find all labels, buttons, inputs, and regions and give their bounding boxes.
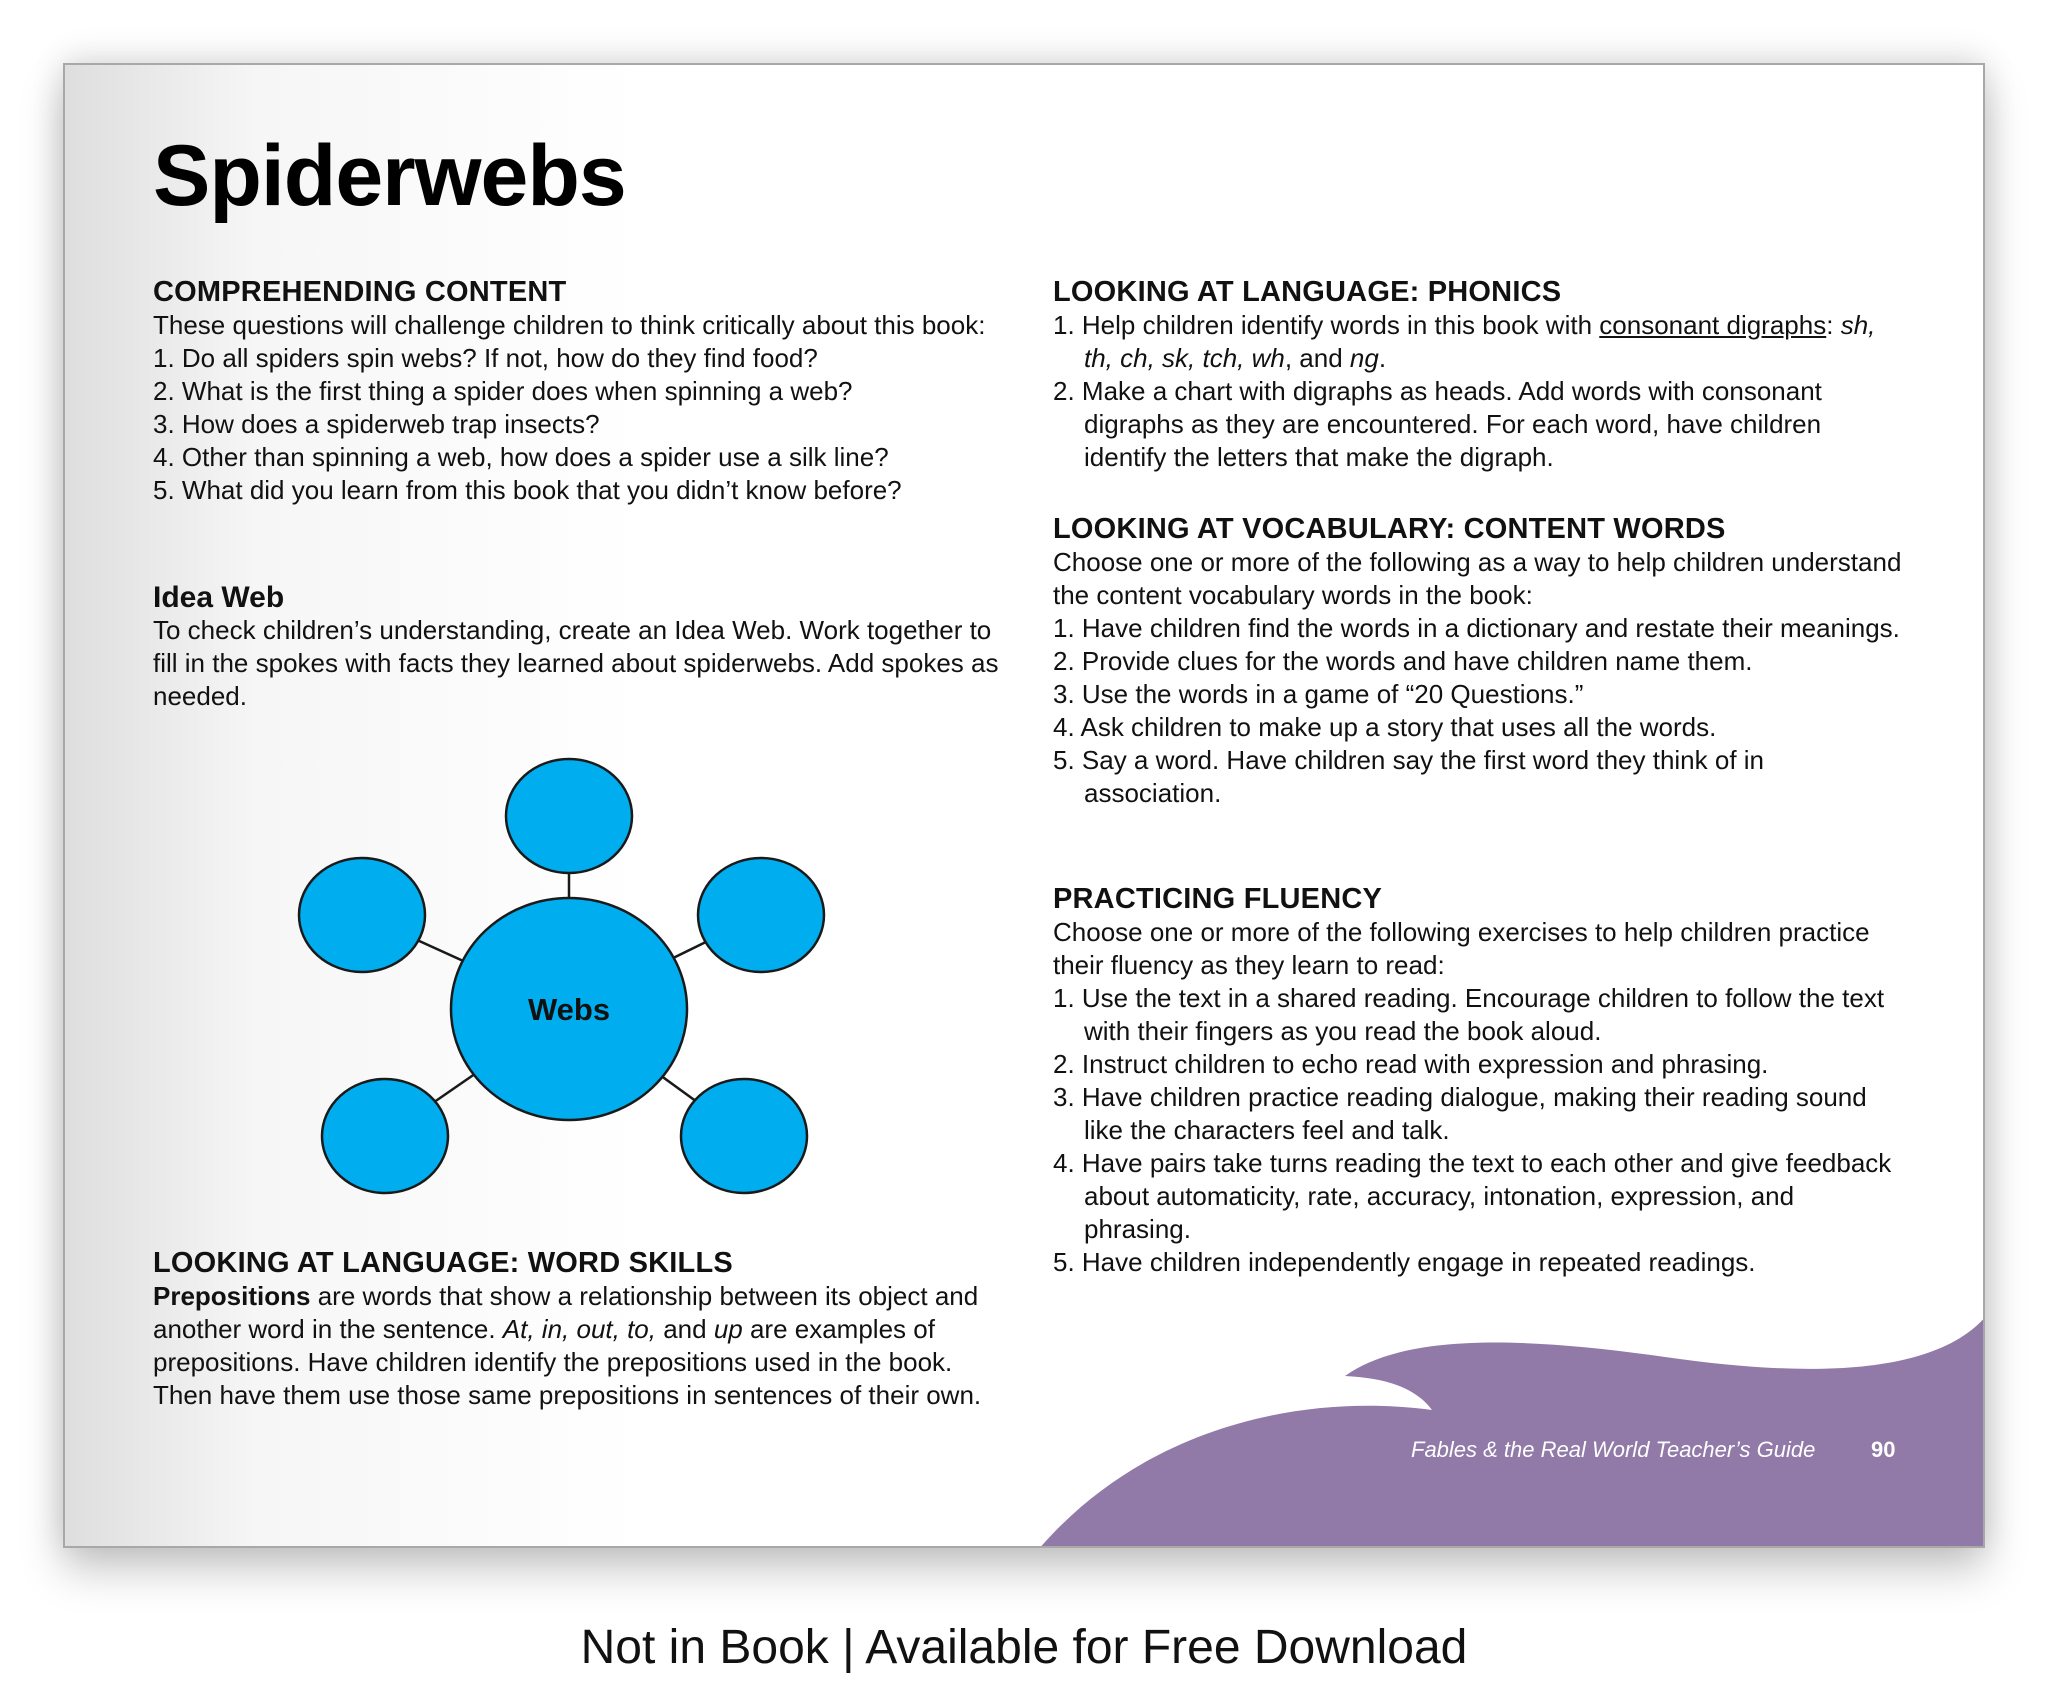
idea-web-section: Idea Web To check children’s understandi…: [153, 581, 1003, 713]
center-circle: [449, 896, 689, 1122]
section-heading: LOOKING AT VOCABULARY: CONTENT WORDS: [1053, 513, 1726, 545]
page-number: 90: [1871, 1437, 1896, 1462]
underlined-term: consonant digraphs: [1599, 310, 1827, 340]
spoke-circle: [297, 856, 427, 974]
list-item: 2. Make a chart with digraphs as heads. …: [1053, 376, 1822, 472]
section-intro: Choose one or more of the following as a…: [1053, 547, 1902, 610]
decorative-wave: [1041, 1319, 1983, 1546]
text-run: .: [1378, 343, 1387, 373]
section-heading: LOOKING AT LANGUAGE: WORD SKILLS: [153, 1247, 733, 1279]
list-item: 5. Say a word. Have children say the fir…: [1053, 745, 1765, 808]
fluency-section: PRACTICING FLUENCY Choose one or more of…: [1053, 883, 1903, 1279]
text-run: are examples of prepositions. Have child…: [153, 1314, 982, 1410]
list-item: 3. How does a spiderweb trap insects?: [153, 409, 600, 439]
question-list: 1. Do all spiders spin webs? If not, how…: [153, 342, 1003, 507]
section-intro: These questions will challenge children …: [153, 310, 986, 340]
vocabulary-section: LOOKING AT VOCABULARY: CONTENT WORDS Cho…: [1053, 513, 1903, 810]
idea-web-diagram: Webs: [297, 757, 826, 1195]
spoke-circle: [679, 1077, 809, 1195]
guide-title: Fables & the Real World Teacher’s Guide: [1411, 1437, 1816, 1462]
examples: At, in, out, to,: [502, 1314, 656, 1344]
bold-term: Prepositions: [153, 1281, 311, 1311]
section-heading: PRACTICING FLUENCY: [1053, 883, 1383, 915]
spoke-circle: [320, 1077, 450, 1195]
comprehending-content-section: COMPREHENDING CONTENT These questions wi…: [153, 276, 1003, 507]
download-banner: Not in Book | Available for Free Downloa…: [580, 1621, 1468, 1674]
section-intro: Choose one or more of the following exer…: [1053, 917, 1870, 980]
fluency-list: 1. Use the text in a shared reading. Enc…: [1053, 982, 1903, 1279]
phonics-list: 1. Help children identify words in this …: [1053, 309, 1903, 474]
list-item: 3. Have children practice reading dialog…: [1053, 1082, 1867, 1145]
list-item: 5. What did you learn from this book tha…: [153, 475, 902, 505]
list-item: 5. Have children independently engage in…: [1053, 1247, 1756, 1277]
spoke-circle: [696, 856, 826, 974]
digraph-list: sh, th, ch, sk, tch, wh: [1084, 310, 1876, 373]
list-item: 1. Have children find the words in a dic…: [1053, 613, 1900, 643]
list-item: 2. What is the first thing a spider does…: [153, 376, 853, 406]
page-title: Spiderwebs: [153, 128, 627, 224]
list-item: 1. Help children identify words in this …: [1053, 309, 1903, 375]
section-heading: Idea Web: [153, 581, 285, 614]
phonics-section: LOOKING AT LANGUAGE: PHONICS 1. Help chi…: [1053, 276, 1903, 474]
text-run: are words that show a relationship betwe…: [153, 1281, 979, 1344]
text-run: :: [1826, 310, 1834, 340]
center-label: Webs: [528, 992, 610, 1027]
text-run: 1. Help children identify words in this …: [1053, 310, 1600, 340]
section-text: To check children’s understanding, creat…: [153, 615, 999, 711]
word-skills-section: LOOKING AT LANGUAGE: WORD SKILLS Preposi…: [153, 1247, 1003, 1412]
spoke-circle: [504, 757, 634, 875]
document-page: Spiderwebs COMPREHENDING CONTENT These q…: [63, 63, 1985, 1548]
section-heading: COMPREHENDING CONTENT: [153, 276, 567, 308]
section-heading: LOOKING AT LANGUAGE: PHONICS: [1053, 276, 1562, 308]
list-item: 2. Provide clues for the words and have …: [1053, 646, 1753, 676]
text-run: , and: [1284, 343, 1350, 373]
list-item: 1. Use the text in a shared reading. Enc…: [1053, 983, 1885, 1046]
examples: up: [713, 1314, 743, 1344]
section-text: Prepositions are words that show a relat…: [153, 1280, 1003, 1412]
list-item: 4. Ask children to make up a story that …: [1053, 712, 1717, 742]
list-item: 2. Instruct children to echo read with e…: [1053, 1049, 1769, 1079]
list-item: 4. Other than spinning a web, how does a…: [153, 442, 889, 472]
text-run: and: [655, 1314, 714, 1344]
vocabulary-list: 1. Have children find the words in a dic…: [1053, 612, 1903, 810]
digraph-list: ng: [1349, 343, 1379, 373]
list-item: 1. Do all spiders spin webs? If not, how…: [153, 343, 818, 373]
list-item: 4. Have pairs take turns reading the tex…: [1053, 1148, 1892, 1244]
list-item: 3. Use the words in a game of “20 Questi…: [1053, 679, 1584, 709]
